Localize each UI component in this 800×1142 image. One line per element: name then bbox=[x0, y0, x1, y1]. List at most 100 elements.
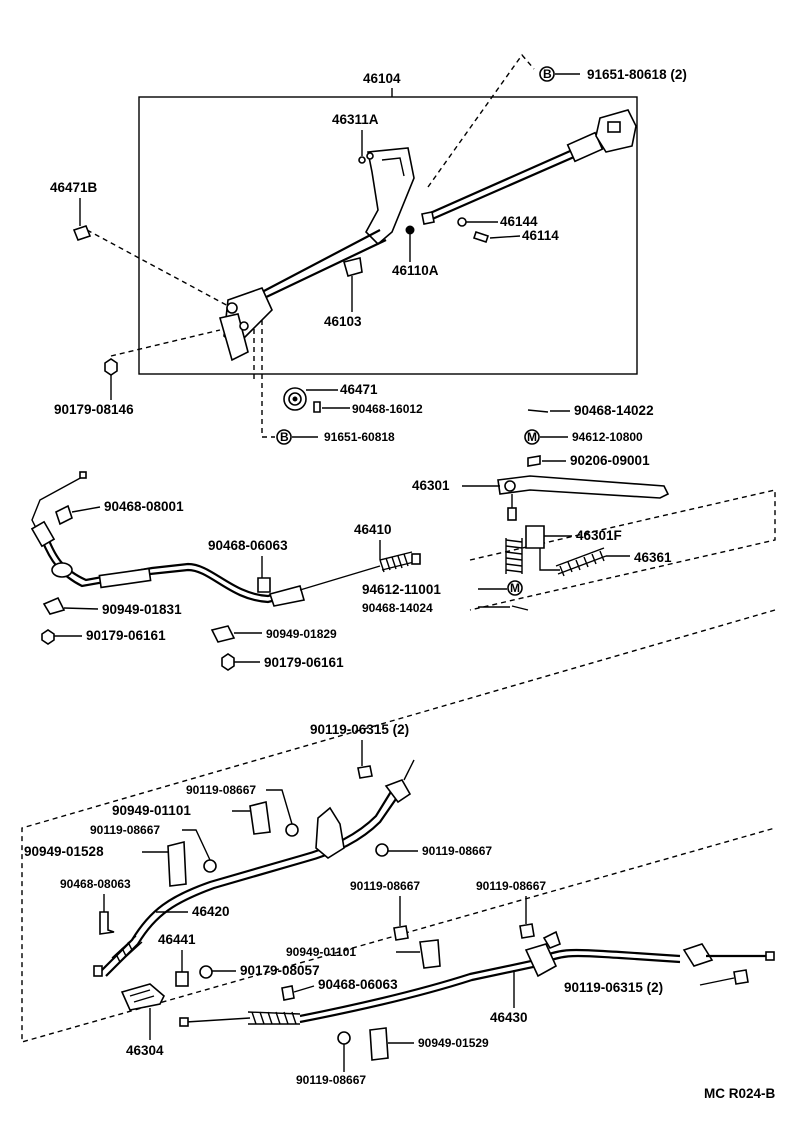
equalizer-46304 bbox=[120, 983, 165, 1011]
nut-94612-10800 bbox=[524, 429, 540, 445]
badge-letter: M bbox=[510, 581, 520, 595]
part-label-90119-08667: 90119-08667 bbox=[422, 844, 492, 858]
badge-letter: B bbox=[543, 67, 552, 81]
part-label-46430: 46430 bbox=[490, 1010, 528, 1025]
part-label-46420: 46420 bbox=[192, 904, 230, 919]
part-label-46114: 46114 bbox=[522, 228, 559, 243]
badge-letter: B bbox=[280, 430, 289, 444]
boot-46471 bbox=[283, 387, 307, 411]
intermediate-lever-46301 bbox=[497, 475, 670, 577]
part-label-90468-14022: 90468-14022 bbox=[574, 403, 654, 418]
part-label-90179-08057: 90179-08057 bbox=[240, 963, 320, 978]
part-label-90468-06063: 90468-06063 bbox=[208, 538, 288, 553]
rear-cable-46430 bbox=[179, 930, 775, 1027]
part-label-90119-08667: 90119-08667 bbox=[90, 823, 160, 837]
part-label-46410: 46410 bbox=[354, 522, 392, 537]
part-label-90949-01101: 90949-01101 bbox=[112, 803, 191, 818]
part-label-46110a: 46110A bbox=[392, 263, 439, 278]
front-cable-46410 bbox=[30, 471, 421, 607]
part-label-90119-08667: 90119-08667 bbox=[476, 879, 546, 893]
part-label-90119-08667: 90119-08667 bbox=[350, 879, 420, 893]
part-label-90119-06315: 90119-06315 (2) bbox=[310, 722, 409, 737]
part-label-90179-08146: 90179-08146 bbox=[54, 402, 134, 417]
clip-90468-08001 bbox=[55, 504, 73, 526]
clamp-90949-01829 bbox=[210, 625, 236, 643]
badge-letter: M bbox=[527, 430, 537, 444]
part-label-91651-80618: 91651-80618 (2) bbox=[587, 67, 687, 82]
lever-assembly-group bbox=[72, 53, 638, 438]
nut-94612-11001 bbox=[507, 580, 523, 596]
spring-94612-11001 bbox=[505, 538, 523, 574]
part-label-90949-01528: 90949-01528 bbox=[24, 844, 104, 859]
clip-90468-06063 bbox=[257, 577, 271, 593]
part-label-90119-08667: 90119-08667 bbox=[186, 783, 256, 797]
nut-90179-06161 bbox=[41, 629, 55, 645]
lever-bracket bbox=[218, 147, 415, 362]
drawing-reference-code: MC R024-B bbox=[704, 1086, 776, 1101]
badge-bolt-b bbox=[539, 66, 555, 82]
clamp-90949-01831 bbox=[42, 596, 66, 615]
part-label-90119-08667: 90119-08667 bbox=[296, 1073, 366, 1087]
part-label-46441: 46441 bbox=[158, 932, 196, 947]
nut-90179-06161 bbox=[221, 653, 235, 671]
pin-90468-14024 bbox=[511, 605, 529, 611]
dashed-leader bbox=[110, 329, 221, 357]
part-label-91651-60818: 91651-60818 bbox=[324, 430, 395, 444]
bolt-90119-08667 bbox=[337, 1031, 351, 1045]
part-label-90468-08001: 90468-08001 bbox=[104, 499, 184, 514]
part-label-90468-08063: 90468-08063 bbox=[60, 877, 131, 891]
part-label-94612-11001: 94612-11001 bbox=[362, 582, 441, 597]
pin-46114 bbox=[472, 230, 490, 244]
clamp-90949-01101 bbox=[419, 939, 441, 969]
part-label-90206-09001: 90206-09001 bbox=[570, 453, 650, 468]
part-label-90949-01829: 90949-01829 bbox=[266, 627, 337, 641]
badge-bolt-b bbox=[276, 429, 292, 445]
nut-46144 bbox=[457, 217, 467, 227]
part-label-90179-06161: 90179-06161 bbox=[264, 655, 344, 670]
part-label-90468-16012: 90468-16012 bbox=[352, 402, 423, 416]
bolt-90119-08667 bbox=[375, 843, 389, 857]
lever-rod bbox=[421, 109, 637, 225]
nut-90179-08146 bbox=[104, 358, 118, 376]
part-label-90179-06161: 90179-06161 bbox=[86, 628, 166, 643]
part-label-46471: 46471 bbox=[340, 382, 378, 397]
assembly-frame bbox=[138, 96, 638, 375]
clip-46311a bbox=[358, 156, 366, 164]
part-label-46144: 46144 bbox=[500, 214, 538, 229]
clip-90468-06063 bbox=[281, 985, 295, 1001]
part-label-90949-01101: 90949-01101 bbox=[286, 945, 356, 959]
part-label-90949-01529: 90949-01529 bbox=[418, 1036, 489, 1050]
bolt-90119-06315 bbox=[357, 765, 373, 779]
nut-90179-08057 bbox=[199, 965, 213, 979]
bolt-90119-08667 bbox=[519, 923, 535, 939]
screw-90468-16012 bbox=[313, 401, 321, 413]
part-label-46103: 46103 bbox=[324, 314, 362, 329]
rear-cable-46420 bbox=[93, 759, 415, 977]
bolt-90119-08667 bbox=[393, 925, 409, 941]
clamp-90949-01528 bbox=[167, 840, 187, 887]
dashed-leader bbox=[261, 320, 275, 438]
part-label-46301: 46301 bbox=[412, 478, 450, 493]
pin-90468-14022 bbox=[527, 409, 549, 413]
knob-46471b bbox=[72, 225, 92, 241]
part-label-46104: 46104 bbox=[363, 71, 401, 86]
bushing-46441 bbox=[175, 971, 189, 987]
bolt-90119-08667 bbox=[285, 823, 299, 837]
part-label-94612-10800: 94612-10800 bbox=[572, 430, 643, 444]
nut-46110a bbox=[405, 225, 415, 235]
part-label-46304: 46304 bbox=[126, 1043, 164, 1058]
part-label-46301f: 46301F bbox=[576, 528, 622, 543]
part-label-90468-14024: 90468-14024 bbox=[362, 601, 433, 615]
part-label-46311a: 46311A bbox=[332, 112, 379, 127]
clip-90468-08063 bbox=[99, 911, 115, 935]
part-label-90119-06315: 90119-06315 (2) bbox=[564, 980, 663, 995]
part-label-90468-06063: 90468-06063 bbox=[318, 977, 398, 992]
dashed-leader bbox=[427, 53, 535, 188]
bolt-90119-08667 bbox=[203, 859, 217, 873]
part-label-46471b: 46471B bbox=[50, 180, 98, 195]
washer-90206-09001 bbox=[527, 455, 541, 467]
clamp-90949-01101 bbox=[249, 801, 271, 835]
clamp-90949-01529 bbox=[369, 1027, 389, 1061]
bolt-90119-06315 bbox=[733, 969, 749, 985]
